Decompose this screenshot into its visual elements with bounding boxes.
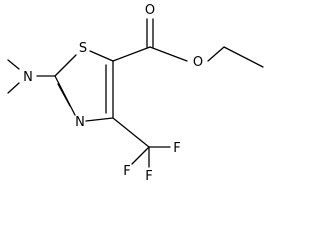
atom-carbonyl-o: O — [145, 3, 155, 18]
bond-methyl-bottom-to-amine-n — [7, 82, 20, 94]
atom-ester-o: O — [193, 55, 203, 70]
atom-fluorine-bottom: F — [145, 169, 152, 184]
bond-s1-to-c5 — [89, 50, 114, 62]
bond-c4-to-cf3 — [112, 117, 150, 148]
atom-fluorine-right: F — [173, 141, 180, 156]
molecule-structure: N S N O O F F F — [7, 3, 264, 184]
atom-labels: N S N O O F F F — [23, 3, 203, 184]
bonds — [7, 18, 264, 168]
bond-c5-to-carbonyl-c — [112, 46, 151, 62]
bond-n3-to-c2-inner — [57, 83, 71, 107]
bond-ch2-to-ch3 — [223, 46, 264, 68]
bond-carbonyl-c-to-ester-o — [149, 46, 188, 62]
bond-cf3-to-f-left — [131, 146, 150, 165]
bond-c4-to-n3 — [85, 117, 114, 122]
bond-c2-to-s1 — [54, 54, 77, 77]
atom-amine-n: N — [23, 70, 33, 85]
atom-fluorine-left: F — [123, 164, 130, 179]
atom-ring-n: N — [75, 115, 85, 130]
bond-ester-o-to-ch2 — [207, 46, 225, 62]
atom-ring-s: S — [79, 41, 87, 56]
bond-methyl-top-to-amine-n — [7, 59, 20, 70]
